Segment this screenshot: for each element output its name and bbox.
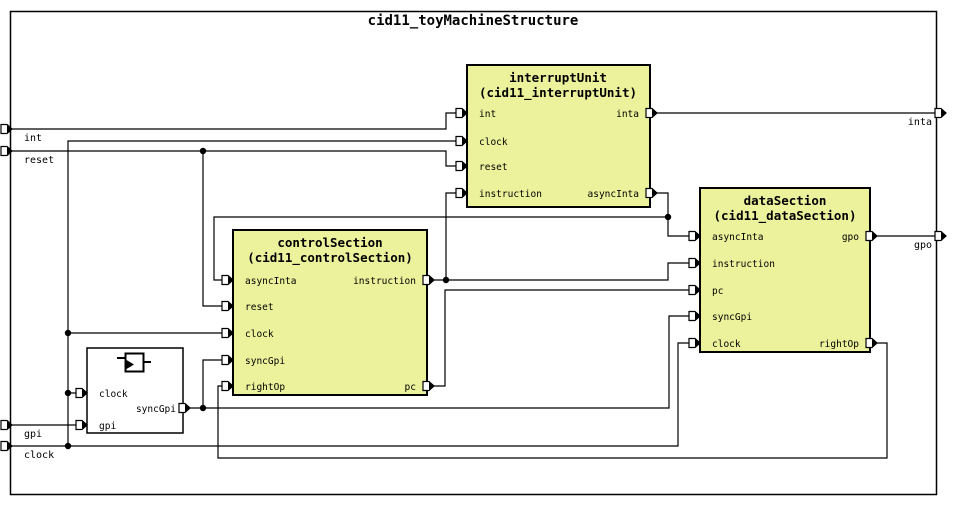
junction-dot	[199, 147, 207, 155]
port-label-cs-asyncinta: asyncInta	[245, 276, 296, 287]
control-section-entity: (cid11_controlSection)	[247, 250, 413, 266]
port-marker-cs-syncgpi[interactable]	[221, 354, 234, 366]
data-section-entity: (cid11_dataSection)	[714, 208, 857, 224]
port-marker-cs-rightop[interactable]	[221, 380, 234, 392]
diagram-frame	[9, 10, 938, 496]
wire-instruction-branch[interactable]	[445, 192, 467, 280]
boundary-label-clock: clock	[24, 450, 54, 461]
wire-int[interactable]	[10, 112, 467, 130]
port-marker-iu-asyncinta[interactable]	[645, 187, 658, 199]
port-marker-cs-pc[interactable]	[422, 380, 435, 392]
junction-dot	[64, 442, 72, 450]
block-sync-register[interactable]	[86, 347, 184, 434]
boundary-label-gpi: gpi	[24, 429, 42, 440]
port-label-ds-pc: pc	[712, 286, 723, 297]
boundary-label-int: int	[24, 133, 42, 144]
port-marker-sr-syncgpi[interactable]	[178, 402, 191, 414]
junction-dot	[442, 276, 450, 284]
wire-clock-riser[interactable]	[67, 140, 467, 446]
port-label-ds-rightop: rightOp	[819, 339, 859, 350]
wire-pc[interactable]	[427, 289, 700, 387]
port-label-iu-reset: reset	[479, 162, 508, 173]
port-marker-sr-gpi[interactable]	[75, 419, 88, 431]
port-label-iu-instruction: instruction	[479, 189, 542, 200]
port-marker-ds-instruction[interactable]	[688, 257, 701, 269]
port-marker-ds-rightop[interactable]	[865, 337, 878, 349]
block-data-section[interactable]	[699, 187, 871, 353]
port-marker-cs-clock[interactable]	[221, 327, 234, 339]
port-marker-iu-inta[interactable]	[645, 107, 658, 119]
port-label-ds-clock: clock	[712, 339, 741, 350]
port-label-ds-syncgpi: syncGpi	[712, 312, 752, 323]
port-label-sr-syncgpi: syncGpi	[136, 404, 176, 415]
interrupt-unit-name: interruptUnit	[509, 70, 607, 85]
port-marker-ds-gpo[interactable]	[865, 230, 878, 242]
port-marker-ds-clock[interactable]	[688, 337, 701, 349]
port-label-iu-int: int	[479, 109, 496, 120]
port-label-cs-instruction: instruction	[353, 276, 416, 287]
port-label-iu-asyncinta: asyncInta	[588, 189, 639, 200]
port-marker-iu-int[interactable]	[455, 107, 468, 119]
junction-dot	[64, 329, 72, 337]
port-label-cs-syncgpi: syncGpi	[245, 356, 285, 367]
port-marker-cs-asyncinta[interactable]	[221, 274, 234, 286]
boundary-label-inta: inta	[908, 117, 932, 128]
block-control-section[interactable]	[232, 229, 428, 396]
port-marker-boundary-int[interactable]	[0, 123, 13, 135]
port-label-cs-rightop: rightOp	[245, 382, 285, 393]
port-label-sr-gpi: gpi	[99, 421, 116, 432]
port-label-sr-clock: clock	[99, 389, 128, 400]
interrupt-unit-entity: (cid11_interruptUnit)	[479, 85, 637, 101]
port-marker-ds-syncgpi[interactable]	[688, 310, 701, 322]
control-section-name: controlSection	[277, 235, 382, 250]
data-section-name: dataSection	[744, 193, 827, 208]
junction-dot	[199, 404, 207, 412]
diagram-title: cid11_toyMachineStructure	[368, 13, 579, 29]
port-label-iu-clock: clock	[479, 137, 508, 148]
port-label-ds-instruction: instruction	[712, 259, 775, 270]
junction-dot	[664, 213, 672, 221]
block-interrupt-unit[interactable]	[466, 64, 651, 208]
port-marker-boundary-gpo[interactable]	[934, 230, 947, 242]
port-label-ds-gpo: gpo	[842, 232, 859, 243]
junction-dot	[64, 389, 72, 397]
port-marker-ds-asyncinta[interactable]	[688, 230, 701, 242]
port-marker-iu-instruction[interactable]	[455, 187, 468, 199]
port-label-cs-pc: pc	[405, 382, 416, 393]
wire-rightop[interactable]	[217, 342, 888, 459]
wire-asyncinta-main[interactable]	[650, 192, 700, 237]
port-marker-cs-instruction[interactable]	[422, 274, 435, 286]
port-label-cs-clock: clock	[245, 329, 274, 340]
port-marker-boundary-reset[interactable]	[0, 145, 13, 157]
port-marker-ds-pc[interactable]	[688, 284, 701, 296]
port-label-ds-asyncinta: asyncInta	[712, 232, 763, 243]
flipflop-icon	[117, 352, 151, 373]
port-label-cs-reset: reset	[245, 302, 274, 313]
port-label-iu-inta: inta	[616, 109, 639, 120]
wire-instruction-main[interactable]	[427, 262, 700, 281]
wire-reset-main[interactable]	[10, 150, 467, 167]
port-marker-cs-reset[interactable]	[221, 300, 234, 312]
port-marker-boundary-clock[interactable]	[0, 440, 13, 452]
port-marker-iu-clock[interactable]	[455, 135, 468, 147]
wire-syncgpi-main[interactable]	[183, 315, 700, 409]
port-marker-sr-clock[interactable]	[75, 387, 88, 399]
boundary-label-gpo: gpo	[914, 240, 932, 251]
port-marker-iu-reset[interactable]	[455, 160, 468, 172]
boundary-label-reset: reset	[24, 155, 54, 166]
port-marker-boundary-inta[interactable]	[934, 107, 947, 119]
port-marker-boundary-gpi[interactable]	[0, 419, 13, 431]
